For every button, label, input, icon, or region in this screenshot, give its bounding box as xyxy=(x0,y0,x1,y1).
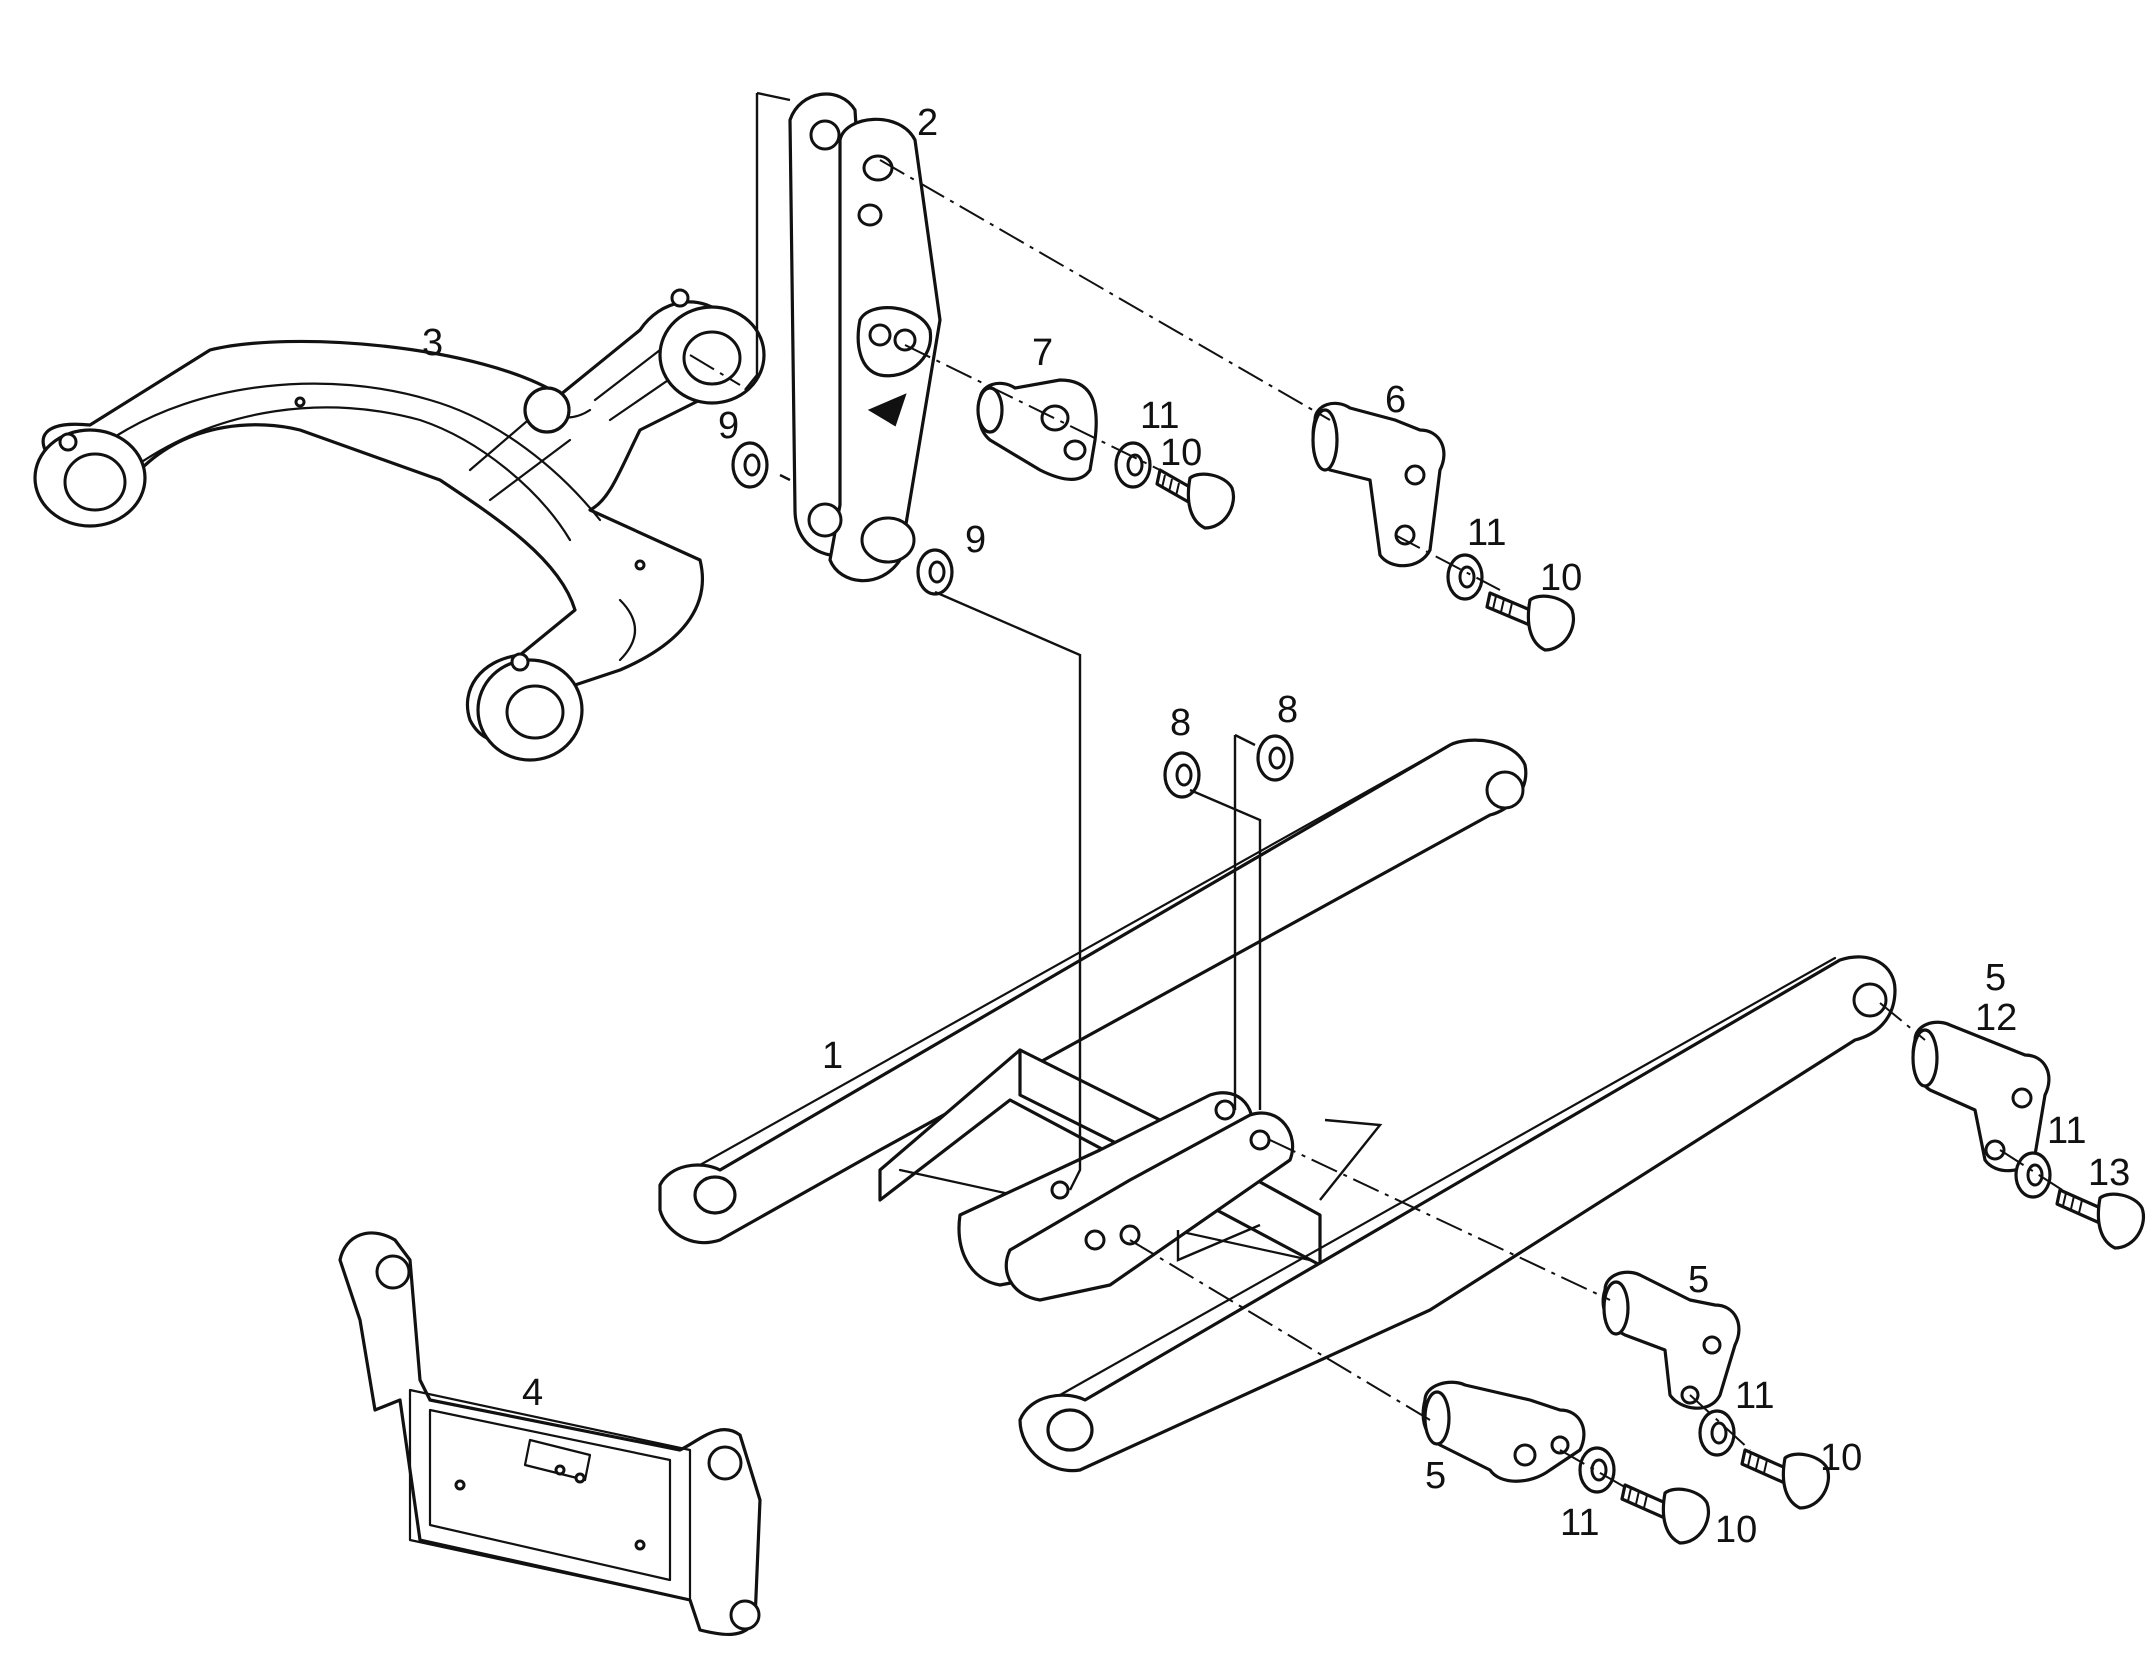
washer-9-lower xyxy=(916,548,954,596)
bolt-10-top xyxy=(1155,468,1235,530)
part-5-pin-bottom xyxy=(1421,1380,1586,1483)
callout-1: 1 xyxy=(822,1035,843,1077)
callout-2: 2 xyxy=(917,102,938,144)
part-6-pin-with-plate xyxy=(1311,401,1446,568)
callout-11-right: 11 xyxy=(2047,1110,2086,1152)
part-7-pin xyxy=(976,378,1098,481)
washer-11-top xyxy=(1114,441,1152,489)
callout-5-middle: 5 xyxy=(1688,1259,1709,1301)
callout-13: 13 xyxy=(2088,1152,2130,1194)
part-3-a-frame-yoke xyxy=(33,288,766,762)
callout-3: 3 xyxy=(422,322,443,364)
washer-11-mid xyxy=(1446,553,1484,601)
item-callouts: 1 2 3 4 5 12 5 5 6 7 8 8 9 9 10 10 10 10… xyxy=(422,102,2130,1551)
washer-9-upper xyxy=(731,441,769,489)
callout-9-upper: 9 xyxy=(718,405,739,447)
washer-8-right xyxy=(1256,734,1294,782)
callout-11-bottom: 11 xyxy=(1560,1502,1599,1544)
washer-11-right xyxy=(2014,1151,2052,1199)
callout-11-lower-right: 11 xyxy=(1735,1375,1774,1417)
part-5-12-pin-with-plate xyxy=(1911,1020,2051,1173)
bolt-10-mid xyxy=(1485,591,1575,652)
washer-11-lower-right xyxy=(1698,1409,1736,1457)
washer-11-bottom xyxy=(1578,1446,1616,1494)
callout-10-top: 10 xyxy=(1160,432,1202,474)
callout-11-top: 11 xyxy=(1140,395,1179,437)
bolt-10-right xyxy=(1740,1448,1830,1510)
assembly-axis-lines xyxy=(689,159,2071,1491)
callout-5-right-top: 5 xyxy=(1985,957,2006,999)
callout-10-bottom: 10 xyxy=(1715,1509,1757,1551)
bolts xyxy=(1155,468,2145,1545)
callout-6: 6 xyxy=(1385,379,1406,421)
callout-8-left: 8 xyxy=(1170,702,1191,744)
part-2-link-plates xyxy=(788,92,942,583)
washer-8-left xyxy=(1163,751,1201,799)
callout-7: 7 xyxy=(1032,332,1053,374)
callout-9-lower: 9 xyxy=(965,519,986,561)
callout-10-mid: 10 xyxy=(1540,557,1582,599)
part-4-lower-bracket xyxy=(338,1231,762,1637)
bolt-13 xyxy=(2055,1188,2145,1250)
callout-12: 12 xyxy=(1975,997,2017,1039)
callout-5-bottom: 5 xyxy=(1425,1455,1446,1497)
part-1-main-frame xyxy=(658,738,1897,1473)
part-5-pin-middle xyxy=(1601,1270,1741,1410)
washers xyxy=(731,441,2052,1494)
callout-8-right: 8 xyxy=(1277,689,1298,731)
assembly-leader-lines xyxy=(744,91,1383,1262)
callout-4: 4 xyxy=(522,1372,543,1414)
bolt-10-bottom xyxy=(1620,1483,1710,1545)
callout-11-mid: 11 xyxy=(1467,512,1506,554)
callout-10-right: 10 xyxy=(1820,1437,1862,1479)
